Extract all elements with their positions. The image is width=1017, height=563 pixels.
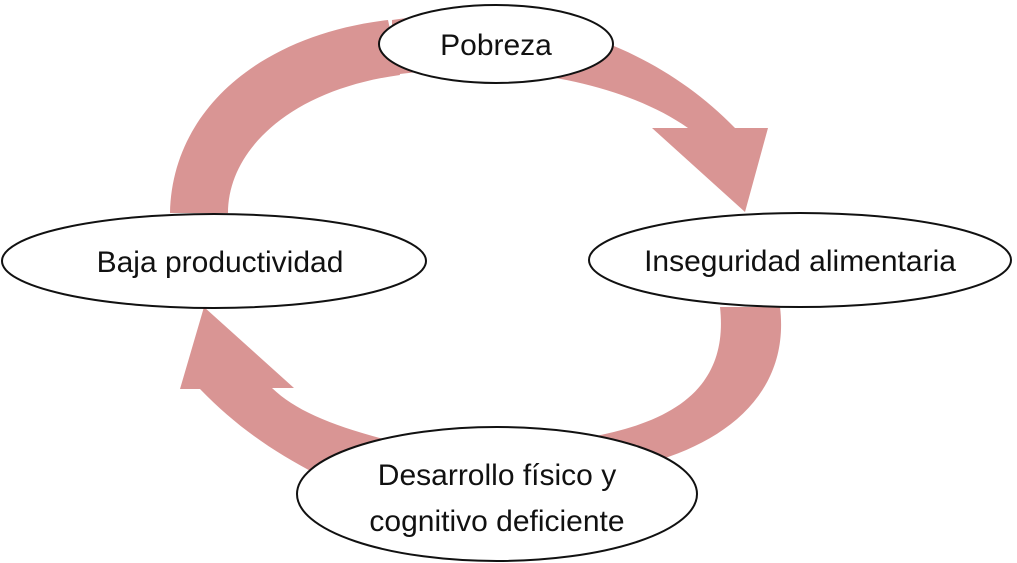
node-pobreza-shape [378,4,614,84]
node-desarrollo-shape [296,426,698,562]
node-pobreza-label: Pobreza [440,29,552,62]
arrow-inseguridad-to-desarrollo [590,307,782,462]
arrow-baja-to-pobreza [170,20,400,213]
node-inseguridad: Inseguridad alimentaria [588,212,1012,308]
node-baja-shape [1,213,427,309]
node-inseguridad-shape [588,212,1012,308]
node-baja: Baja productividad [1,213,427,309]
node-desarrollo-label-line-1: Desarrollo físico y [378,459,616,492]
node-pobreza: Pobreza [378,4,614,84]
arrow-desarrollo-to-baja [180,307,387,475]
node-inseguridad-label: Inseguridad alimentaria [644,245,956,278]
node-baja-label: Baja productividad [97,246,344,279]
node-desarrollo: Desarrollo físico y cognitivo deficiente [296,426,698,562]
node-desarrollo-label-line-2: cognitivo deficiente [369,505,624,538]
